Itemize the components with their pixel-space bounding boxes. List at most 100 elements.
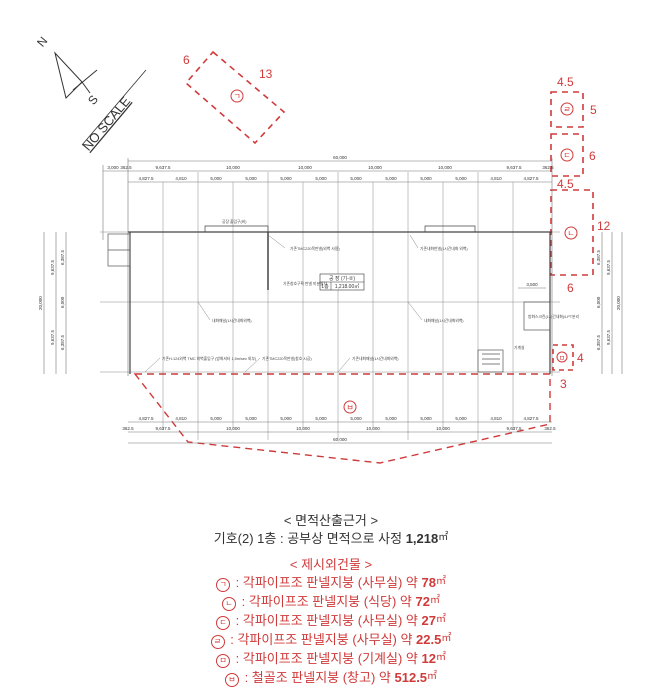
svg-text:5,000: 5,000 xyxy=(245,416,257,421)
stair-room xyxy=(477,301,551,373)
area-basis-line: 기호(2) 1층 : 공부상 면적으로 사정 1,218㎡ xyxy=(0,529,662,547)
svg-text:5,000: 5,000 xyxy=(315,416,327,421)
floor-plan-drawing: N S NO SCALE ㄱ 6 13 ㄹ 4.5 5 ㄷ 6 ㄴ 4.5 12… xyxy=(34,34,623,464)
svg-text:6,387.5: 6,387.5 xyxy=(596,249,601,265)
annex-symbol-bieup: ㅂ xyxy=(346,403,353,412)
annex-symbol-giyeok: ㄱ xyxy=(233,92,240,101)
wall-annotations: 공장 출입구(비) 기존TMC220목판넬(외벽 사용) 기존내화판넬(1시간내… xyxy=(162,219,579,361)
svg-text:10,000: 10,000 xyxy=(296,426,310,431)
overall-width-dim-top: 60,000 xyxy=(333,155,347,160)
compass-north-label: N xyxy=(34,34,50,50)
item-text: : 각파이프조 판넬지붕 (사무실) 약 xyxy=(232,613,422,628)
annex-dim: 4.5 xyxy=(557,75,574,89)
svg-text:5,000: 5,000 xyxy=(280,176,292,181)
svg-text:9,637.5: 9,637.5 xyxy=(506,426,522,431)
svg-text:9,637.5: 9,637.5 xyxy=(506,165,522,170)
svg-text:4,810: 4,810 xyxy=(175,176,187,181)
svg-text:10,000: 10,000 xyxy=(298,165,312,170)
top-dim-labels: 3,000 362.5 9,637.5 10,000 10,000 10,000… xyxy=(107,165,554,181)
symbol-badge: ㅁ xyxy=(216,654,231,668)
svg-text:9,637.5: 9,637.5 xyxy=(50,259,55,275)
symbol-badge: ㄹ xyxy=(210,635,225,649)
svg-text:10,000: 10,000 xyxy=(436,426,450,431)
top-dimensions xyxy=(102,158,553,376)
room-table-area: 1,218.00㎡ xyxy=(335,283,359,290)
svg-text:362.5: 362.5 xyxy=(120,165,132,170)
annex-symbol-mieum: ㅁ xyxy=(559,355,565,362)
unit-label: ㎡ xyxy=(435,652,446,663)
svg-text:기존H-124외벽 TMC 외벽출입구 (방화셔터 1,5m: 기존H-124외벽 TMC 외벽출입구 (방화셔터 1,5m/sec 외부) xyxy=(162,356,257,361)
excluded-buildings-list: < 제시외건물 > ㄱ : 각파이프조 판넬지붕 (사무실) 약 78㎡ ㄴ :… xyxy=(0,556,662,687)
svg-text:20,000: 20,000 xyxy=(616,296,621,310)
right-dimensions xyxy=(601,232,623,374)
svg-text:5,000: 5,000 xyxy=(385,176,397,181)
room-table-floor: 1층 xyxy=(321,283,329,290)
bottom-dimensions xyxy=(128,421,552,444)
column-grid xyxy=(100,172,560,440)
item-area: 27 xyxy=(421,613,436,628)
annex-symbol-rieul: ㄹ xyxy=(563,105,570,114)
svg-text:3,000: 3,000 xyxy=(107,165,119,170)
svg-text:4,827.5: 4,827.5 xyxy=(523,176,539,181)
item-text: : 각파이프조 판넬지붕 (사무실) 약 xyxy=(232,575,422,590)
svg-text:362.5: 362.5 xyxy=(544,426,556,431)
symbol-badge: ㄷ xyxy=(216,616,231,630)
svg-text:362.5: 362.5 xyxy=(542,165,554,170)
area-basis-text: 기호(2) 1층 : 공부상 면적으로 사정 xyxy=(213,531,406,546)
svg-text:9,637.5: 9,637.5 xyxy=(606,259,611,275)
room-area-table: 공 장 (기-②) 1층 1,218.00㎡ xyxy=(319,273,365,291)
svg-text:5,000: 5,000 xyxy=(210,176,222,181)
unit-label: ㎡ xyxy=(435,614,446,625)
svg-text:기존내화패널(1시간내화외벽): 기존내화패널(1시간내화외벽) xyxy=(352,356,399,361)
no-scale-label: NO SCALE xyxy=(79,93,133,153)
item-area: 12 xyxy=(421,651,436,666)
area-basis-title: < 면적산출근거 > xyxy=(283,513,379,528)
annex-dim: 4 xyxy=(577,351,584,365)
annex-dim: 6 xyxy=(567,281,574,295)
svg-text:5,000: 5,000 xyxy=(280,416,292,421)
unit-label: ㎡ xyxy=(435,576,446,587)
item-text: : 각파이프조 판넬지붕 (식당) 약 xyxy=(238,594,416,609)
svg-text:4,827.5: 4,827.5 xyxy=(138,416,154,421)
svg-text:6,387.5: 6,387.5 xyxy=(596,334,601,350)
annex-dim: 5 xyxy=(590,103,597,117)
unit-label: ㎡ xyxy=(429,595,440,606)
svg-text:4,827.5: 4,827.5 xyxy=(523,416,539,421)
svg-text:기존TMC220목판넬(창호 시공): 기존TMC220목판넬(창호 시공) xyxy=(262,356,312,361)
svg-text:5,000: 5,000 xyxy=(455,176,467,181)
right-dim-labels: 6,387.5 6,000 6,387.5 9,637.5 9,637.5 20… xyxy=(596,249,621,350)
svg-text:10,000: 10,000 xyxy=(226,426,240,431)
svg-text:5,000: 5,000 xyxy=(350,416,362,421)
unit-label: ㎡ xyxy=(427,671,438,682)
annex-building-digeut: ㄷ 6 xyxy=(550,133,596,177)
annex-symbol-digeut: ㄷ xyxy=(563,151,570,160)
item-area: 512.5 xyxy=(394,670,428,685)
symbol-badge: ㄴ xyxy=(222,597,237,611)
svg-text:362.5: 362.5 xyxy=(122,426,134,431)
small-dim: 3,500 xyxy=(526,282,538,287)
svg-text:내화패널(1시간내화외벽): 내화패널(1시간내화외벽) xyxy=(212,318,252,323)
unit-label: ㎡ xyxy=(441,633,452,644)
item-area: 22.5 xyxy=(416,632,442,647)
excluded-item: ㅂ : 철골조 판넬지붕 (창고) 약 512.5㎡ xyxy=(0,668,662,687)
svg-text:6,387.5: 6,387.5 xyxy=(60,334,65,350)
item-area: 78 xyxy=(421,575,436,590)
unit-label: ㎡ xyxy=(438,532,449,543)
toilet-block xyxy=(107,233,131,267)
svg-text:10,000: 10,000 xyxy=(226,165,240,170)
svg-text:4,810: 4,810 xyxy=(490,176,502,181)
svg-text:10,000: 10,000 xyxy=(366,426,380,431)
excluded-item: ㄹ : 각파이프조 판넬지붕 (사무실) 약 22.5㎡ xyxy=(0,630,662,649)
svg-text:4,810: 4,810 xyxy=(175,416,187,421)
svg-text:9,637.5: 9,637.5 xyxy=(155,165,171,170)
svg-text:기계실: 기계실 xyxy=(514,345,525,350)
svg-text:9,637.5: 9,637.5 xyxy=(606,329,611,345)
svg-text:기존창호구획 판넬 미분설치: 기존창호구획 판넬 미분설치 xyxy=(283,281,327,286)
north-arrow xyxy=(54,51,98,99)
svg-text:5,000: 5,000 xyxy=(455,416,467,421)
annex-building-bieup: ㅂ xyxy=(133,373,551,464)
excluded-item: ㅁ : 각파이프조 판넬지붕 (기계실) 약 12㎡ xyxy=(0,649,662,668)
item-text: : 철골조 판넬지붕 (창고) 약 xyxy=(240,670,395,685)
svg-text:방화스크린(1시간내화)/LPT분리: 방화스크린(1시간내화)/LPT분리 xyxy=(528,314,579,319)
annex-symbol-nieun: ㄴ xyxy=(567,229,574,238)
